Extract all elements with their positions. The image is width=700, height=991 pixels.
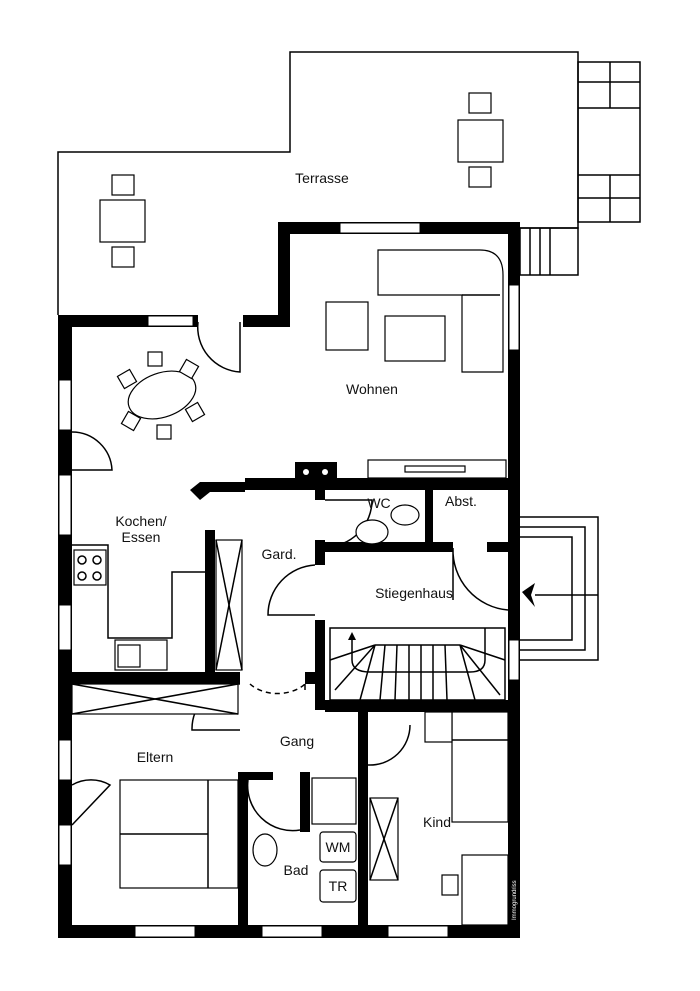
room-label-child: Kind	[423, 814, 451, 830]
bath-sink	[252, 833, 278, 867]
dryer-label: TR	[329, 878, 348, 894]
watermark: Immogrundriss	[512, 880, 518, 920]
shower	[311, 777, 357, 825]
room-label-bath: Bad	[284, 862, 309, 878]
double-bed	[119, 779, 239, 889]
room-label-stairwell: Stiegenhaus	[375, 585, 453, 601]
dryer: TR	[319, 869, 357, 903]
doors	[71, 321, 509, 832]
washer: WM	[319, 831, 357, 863]
tv-sideboard	[367, 459, 507, 479]
room-label-living: Wohnen	[346, 381, 398, 397]
dining-table	[116, 351, 206, 440]
room-label-wc: WC	[367, 495, 390, 511]
child-bed	[424, 711, 509, 823]
child-closet	[369, 797, 399, 881]
room-label-kitchen-1: Kochen/	[115, 513, 166, 529]
wardrobe-closet	[215, 539, 243, 671]
room-label-storage: Abst.	[445, 493, 477, 509]
room-label-kitchen-2: Essen	[122, 529, 161, 545]
terrace-table-right	[457, 92, 504, 188]
room-label-terrace: Terrasse	[295, 170, 349, 186]
toilet	[390, 504, 420, 526]
staircase	[329, 627, 506, 701]
coffee-table	[384, 315, 446, 362]
terrace-table-left	[99, 174, 146, 268]
child-desk	[441, 854, 509, 926]
entrance-stairs	[520, 516, 599, 661]
wc-sink	[355, 519, 389, 545]
room-label-hallway: Gang	[280, 733, 314, 749]
washer-label: WM	[326, 839, 351, 855]
armchair	[325, 301, 369, 351]
sofa	[377, 249, 504, 373]
room-label-parents: Eltern	[137, 749, 174, 765]
terrace-stairs	[519, 61, 641, 276]
eltern-closet	[71, 683, 239, 715]
kitchen-counter	[72, 544, 205, 671]
room-label-wardrobe: Gard.	[261, 546, 296, 562]
windows	[58, 222, 520, 938]
